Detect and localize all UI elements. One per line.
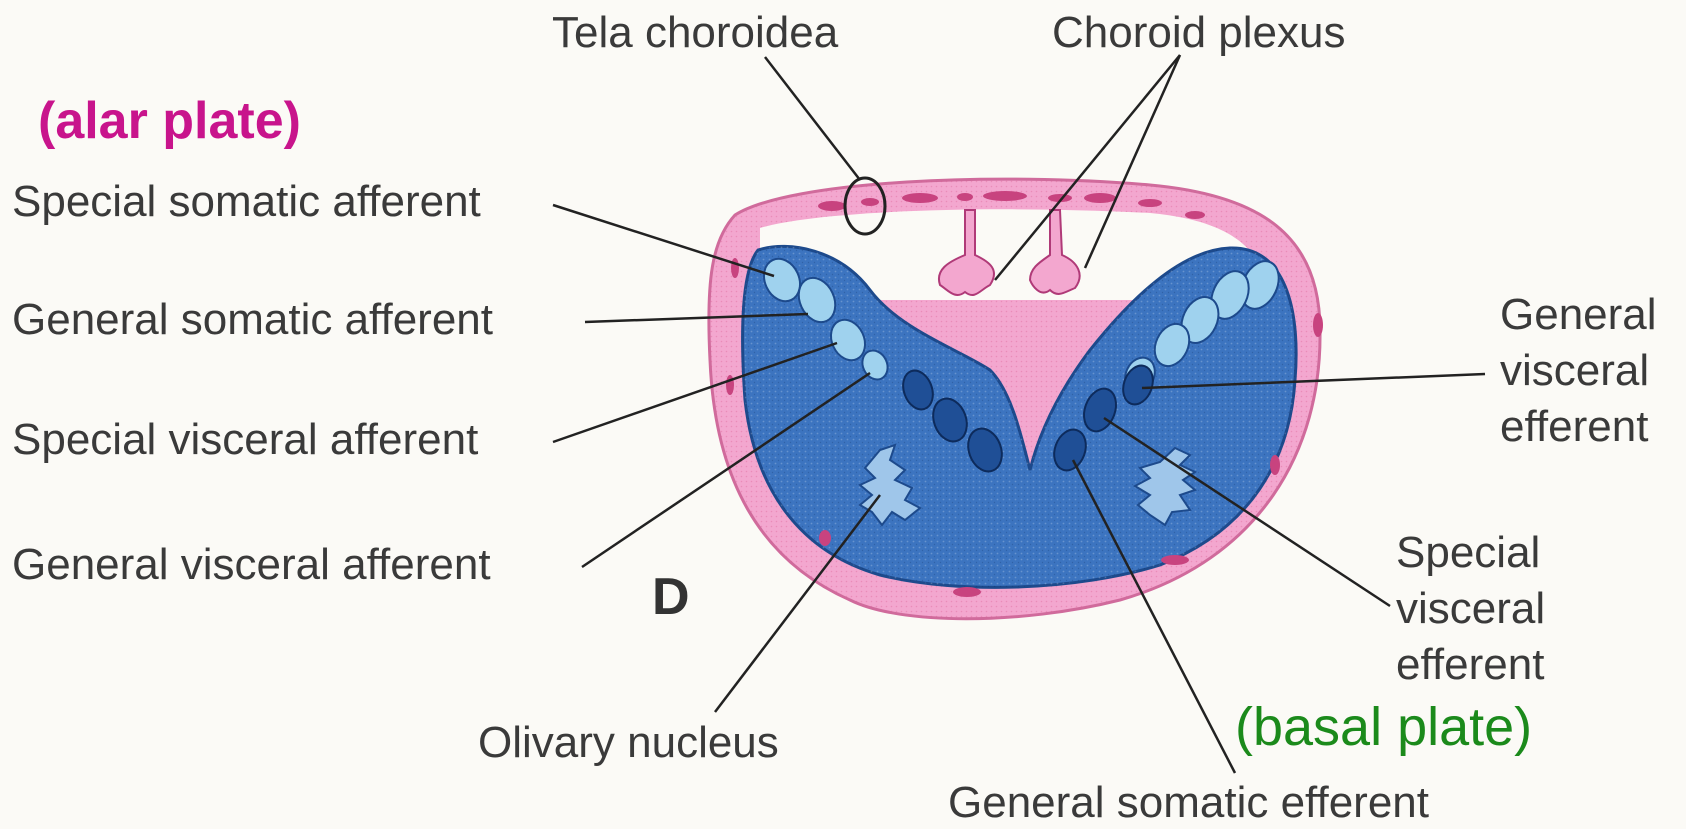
basal-plate-label: (basal plate) <box>1235 702 1532 752</box>
tela-choroidea-label: Tela choroidea <box>552 8 838 58</box>
general-somatic-afferent-label: General somatic afferent <box>12 295 493 345</box>
choroid-plexus-label: Choroid plexus <box>1052 8 1346 58</box>
alar-plate-label: (alar plate) <box>38 96 301 146</box>
general-visceral-efferent-line1: General <box>1500 290 1657 340</box>
special-visceral-efferent-line3: efferent <box>1396 640 1544 690</box>
panel-letter: D <box>652 572 690 622</box>
general-visceral-afferent-label: General visceral afferent <box>12 540 491 590</box>
general-somatic-efferent-label: General somatic efferent <box>948 778 1429 828</box>
special-visceral-afferent-label: Special visceral afferent <box>12 415 478 465</box>
special-visceral-efferent-line2: visceral <box>1396 584 1545 634</box>
general-visceral-efferent-line3: efferent <box>1500 402 1648 452</box>
special-visceral-efferent-line1: Special <box>1396 528 1540 578</box>
olivary-nucleus-label: Olivary nucleus <box>478 718 779 768</box>
general-visceral-efferent-line2: visceral <box>1500 346 1649 396</box>
special-somatic-afferent-label: Special somatic afferent <box>12 177 481 227</box>
